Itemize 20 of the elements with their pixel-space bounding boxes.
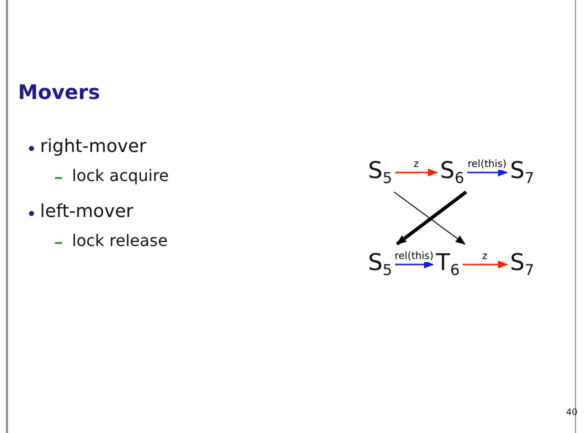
- bullet-text: left-mover: [40, 201, 134, 222]
- arrow: [395, 260, 434, 268]
- arrow: [395, 168, 438, 176]
- state-label: T$_{6}$: [436, 250, 460, 283]
- slide-title: Movers: [18, 80, 100, 104]
- state-label: S$_{7}$: [510, 250, 534, 283]
- sub-bullet-text: lock release: [72, 231, 168, 250]
- arrow: [462, 260, 508, 268]
- edge-label: rel(this): [466, 158, 508, 170]
- sub-bullet-text: lock acquire: [72, 166, 169, 185]
- state-label: S$_{7}$: [510, 158, 534, 191]
- state-label: S$_{5}$: [368, 158, 392, 191]
- arrow: [467, 168, 508, 176]
- bullet-text: right-mover: [40, 136, 146, 157]
- edge-label: z: [481, 250, 488, 262]
- edge-label: z: [412, 158, 420, 170]
- state-label: S$_{6}$: [440, 158, 464, 191]
- edge-label: rel(this): [394, 250, 435, 262]
- state-label: S$_{5}$: [368, 250, 392, 283]
- page-number: 40: [566, 408, 578, 418]
